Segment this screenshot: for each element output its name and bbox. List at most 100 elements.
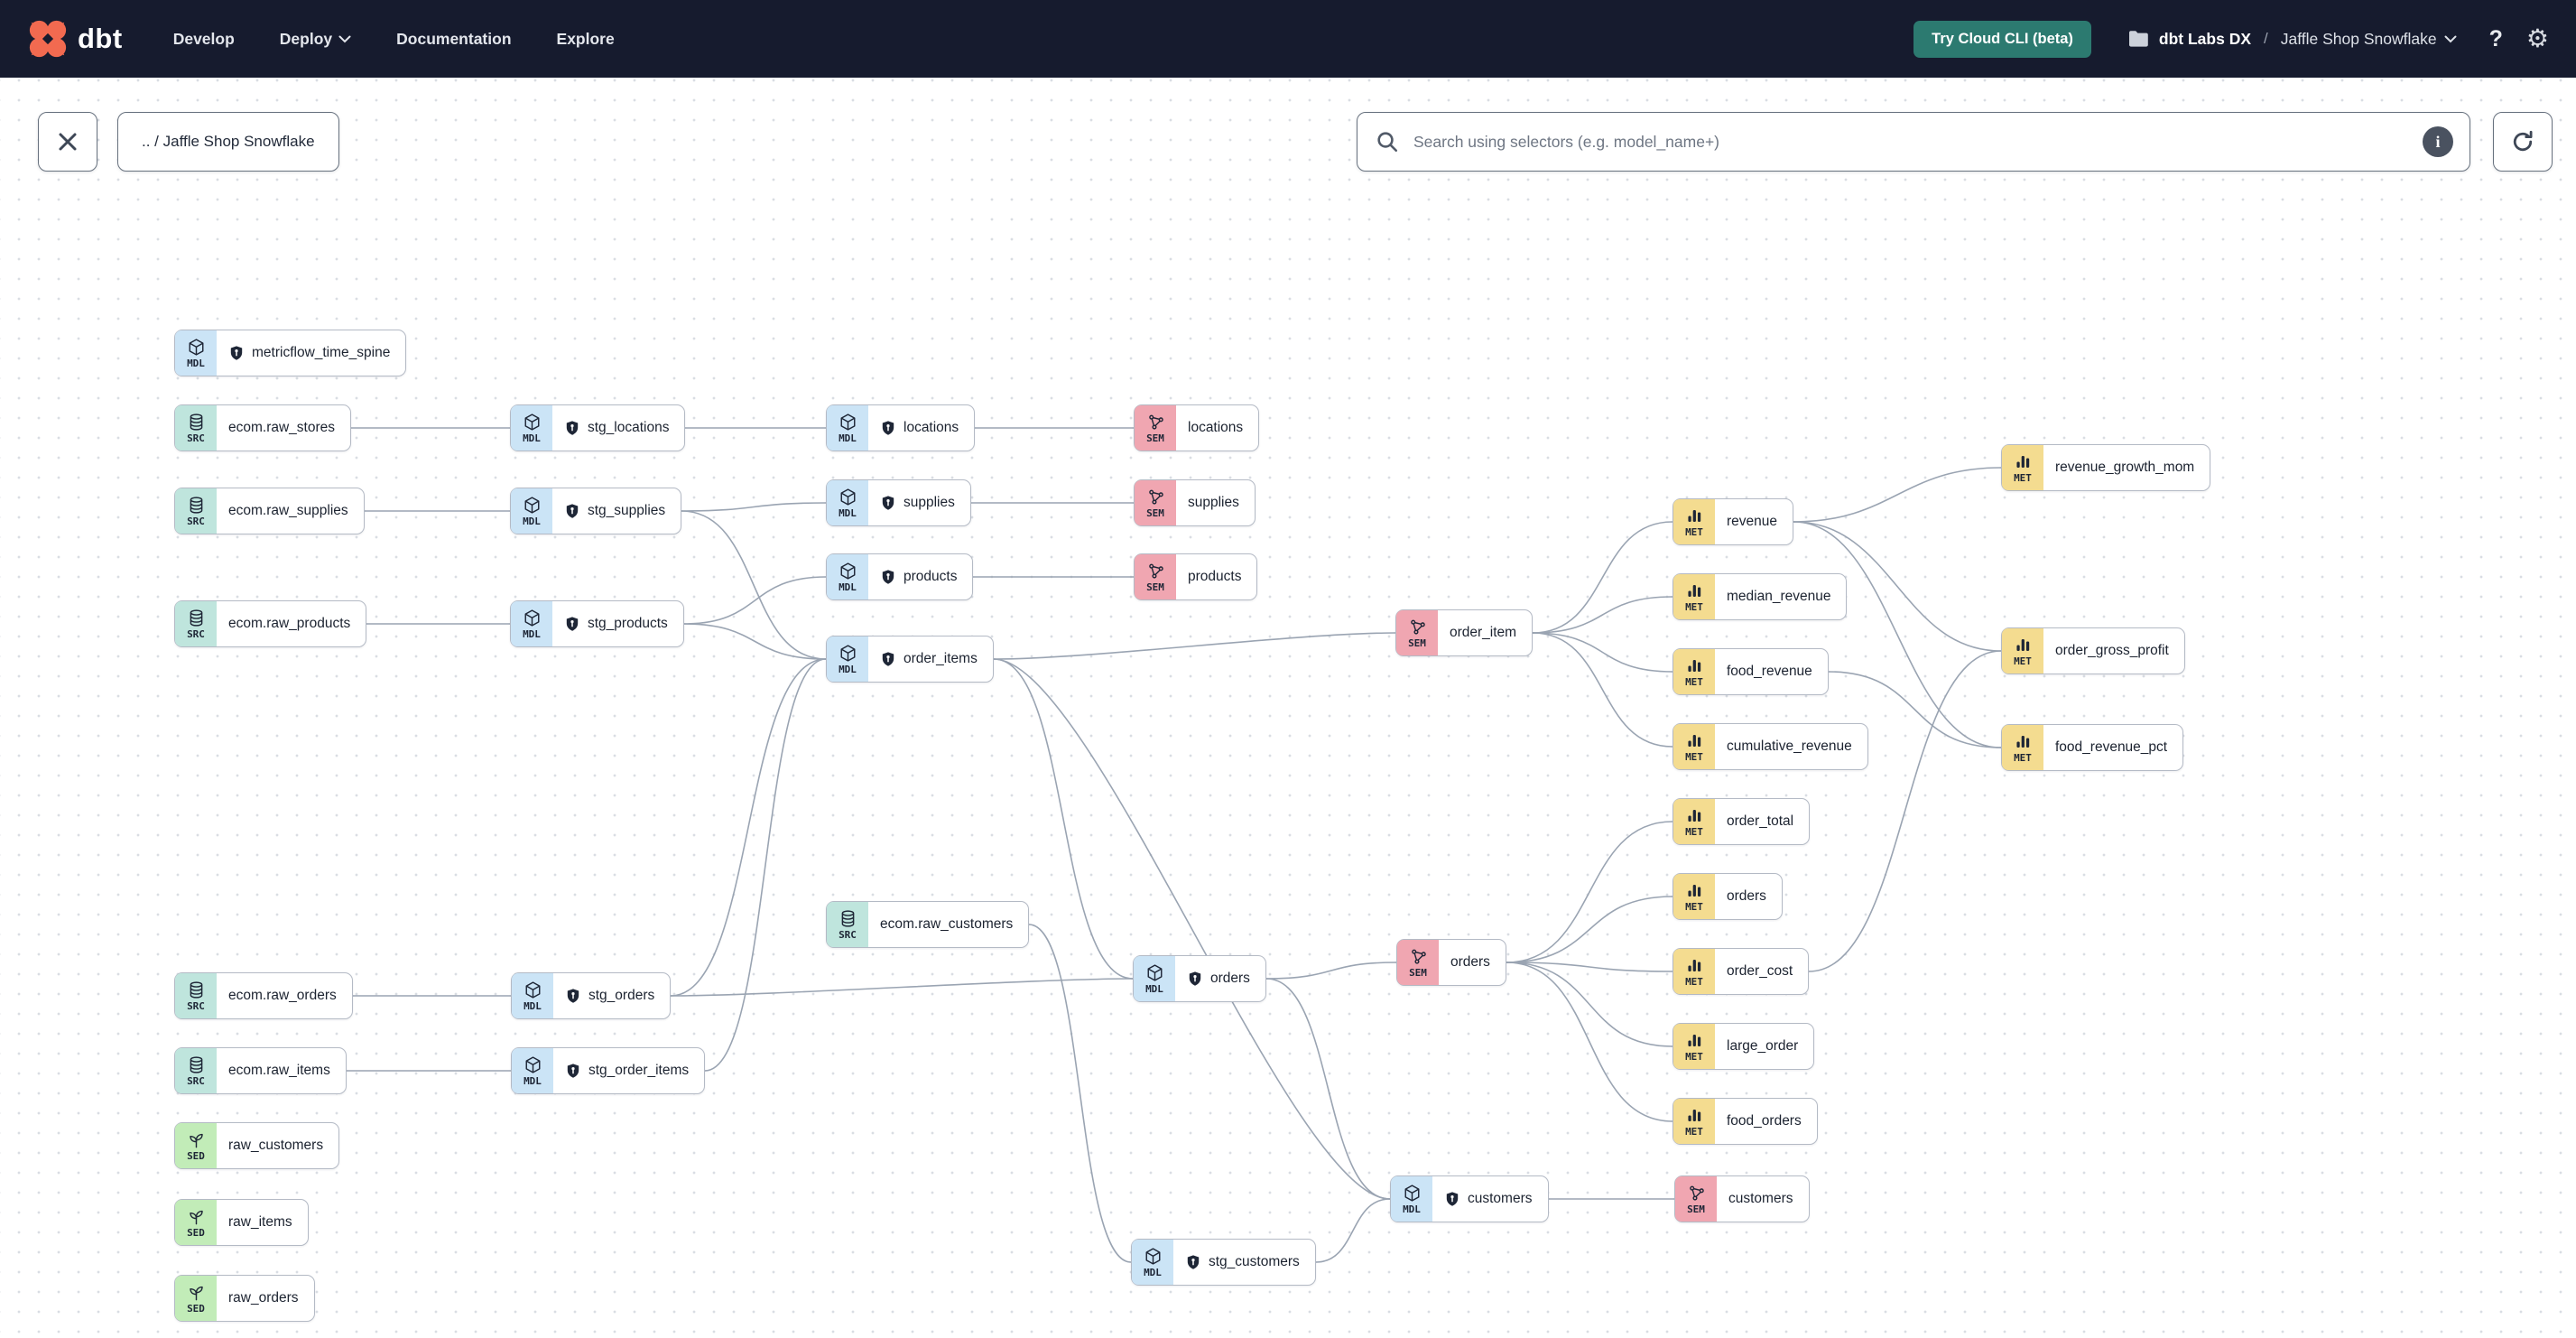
metric-bars-icon xyxy=(2014,636,2033,655)
cube-icon xyxy=(1403,1184,1422,1203)
edge-mdl_order_items-to-mdl_customers xyxy=(993,658,1391,1200)
info-icon[interactable]: i xyxy=(2423,126,2453,157)
gear-icon[interactable]: ⚙ xyxy=(2525,24,2549,52)
lineage-breadcrumb[interactable]: .. / Jaffle Shop Snowflake xyxy=(117,112,339,172)
node-body: ecom.raw_customers xyxy=(868,902,1028,947)
node-type-label: MDL xyxy=(1144,1267,1162,1278)
node-type-badge: MET xyxy=(1673,499,1715,544)
account-name[interactable]: dbt Labs DX xyxy=(2158,29,2252,48)
nav-link-develop[interactable]: Develop xyxy=(172,29,235,48)
selector-search-input[interactable] xyxy=(1412,131,2410,153)
node-body: stg_customers xyxy=(1173,1240,1315,1285)
try-cloud-cli-button[interactable]: Try Cloud CLI (beta) xyxy=(1913,20,2091,58)
project-selector[interactable]: Jaffle Shop Snowflake xyxy=(2281,30,2457,49)
node-label: supplies xyxy=(1188,495,1239,510)
nav-link-documentation[interactable]: Documentation xyxy=(396,29,512,48)
dbt-logo[interactable]: dbt xyxy=(27,18,123,60)
node-type-label: SRC xyxy=(187,1075,205,1087)
node-src_items[interactable]: SRC ecom.raw_items xyxy=(174,1047,347,1094)
node-type-label: MET xyxy=(1685,1126,1703,1138)
node-type-badge: MDL xyxy=(827,636,868,682)
semantic-model-icon xyxy=(1408,618,1427,636)
edge-met_revenue-to-met_order_gross_profit xyxy=(1793,521,2002,652)
node-type-badge: MET xyxy=(1673,1024,1715,1069)
node-label: ecom.raw_items xyxy=(228,1063,330,1078)
shield-icon xyxy=(566,617,579,631)
nav-link-deploy[interactable]: Deploy xyxy=(280,30,351,49)
node-type-label: MET xyxy=(1685,901,1703,913)
node-stg_customers[interactable]: MDL stg_customers xyxy=(1131,1239,1316,1286)
edge-sem_orders-to-met_large_order xyxy=(1506,962,1673,1047)
node-type-badge: MET xyxy=(1673,1099,1715,1144)
cube-icon xyxy=(187,338,206,357)
semantic-model-icon xyxy=(1146,488,1165,506)
node-body: metricflow_time_spine xyxy=(217,330,405,376)
database-icon xyxy=(187,1055,206,1074)
node-body: locations xyxy=(1176,405,1258,451)
node-type-label: MET xyxy=(1685,976,1703,988)
node-type-badge: MDL xyxy=(511,601,552,646)
edge-mdl_orders-to-mdl_customers xyxy=(1265,978,1391,1200)
node-body: stg_orders xyxy=(553,973,670,1018)
node-label: revenue_growth_mom xyxy=(2055,460,2195,475)
node-type-label: SED xyxy=(187,1150,205,1162)
node-type-label: SRC xyxy=(187,516,205,527)
node-body: food_revenue xyxy=(1715,649,1828,694)
edge-met_revenue-to-met_revenue_growth_mom xyxy=(1793,467,2002,523)
nav-link-explore[interactable]: Explore xyxy=(556,29,615,48)
help-icon[interactable]: ? xyxy=(2488,25,2503,51)
node-label: customers xyxy=(1468,1191,1533,1206)
edge-sem_order_item-to-met_revenue xyxy=(1532,521,1673,634)
metric-bars-icon xyxy=(1685,1031,1704,1050)
edge-sem_orders-to-met_order_total xyxy=(1506,821,1673,963)
node-label: locations xyxy=(903,420,959,435)
cube-icon xyxy=(524,1055,542,1074)
edge-stg_orders-to-mdl_orders xyxy=(670,978,1134,997)
node-type-badge: SED xyxy=(175,1200,217,1245)
close-lineage-button[interactable] xyxy=(38,112,97,172)
refresh-button[interactable] xyxy=(2493,112,2553,172)
shield-icon xyxy=(882,570,894,584)
edge-stg_order_items-to-mdl_order_items xyxy=(704,658,827,1072)
node-label: ecom.raw_stores xyxy=(228,420,336,435)
